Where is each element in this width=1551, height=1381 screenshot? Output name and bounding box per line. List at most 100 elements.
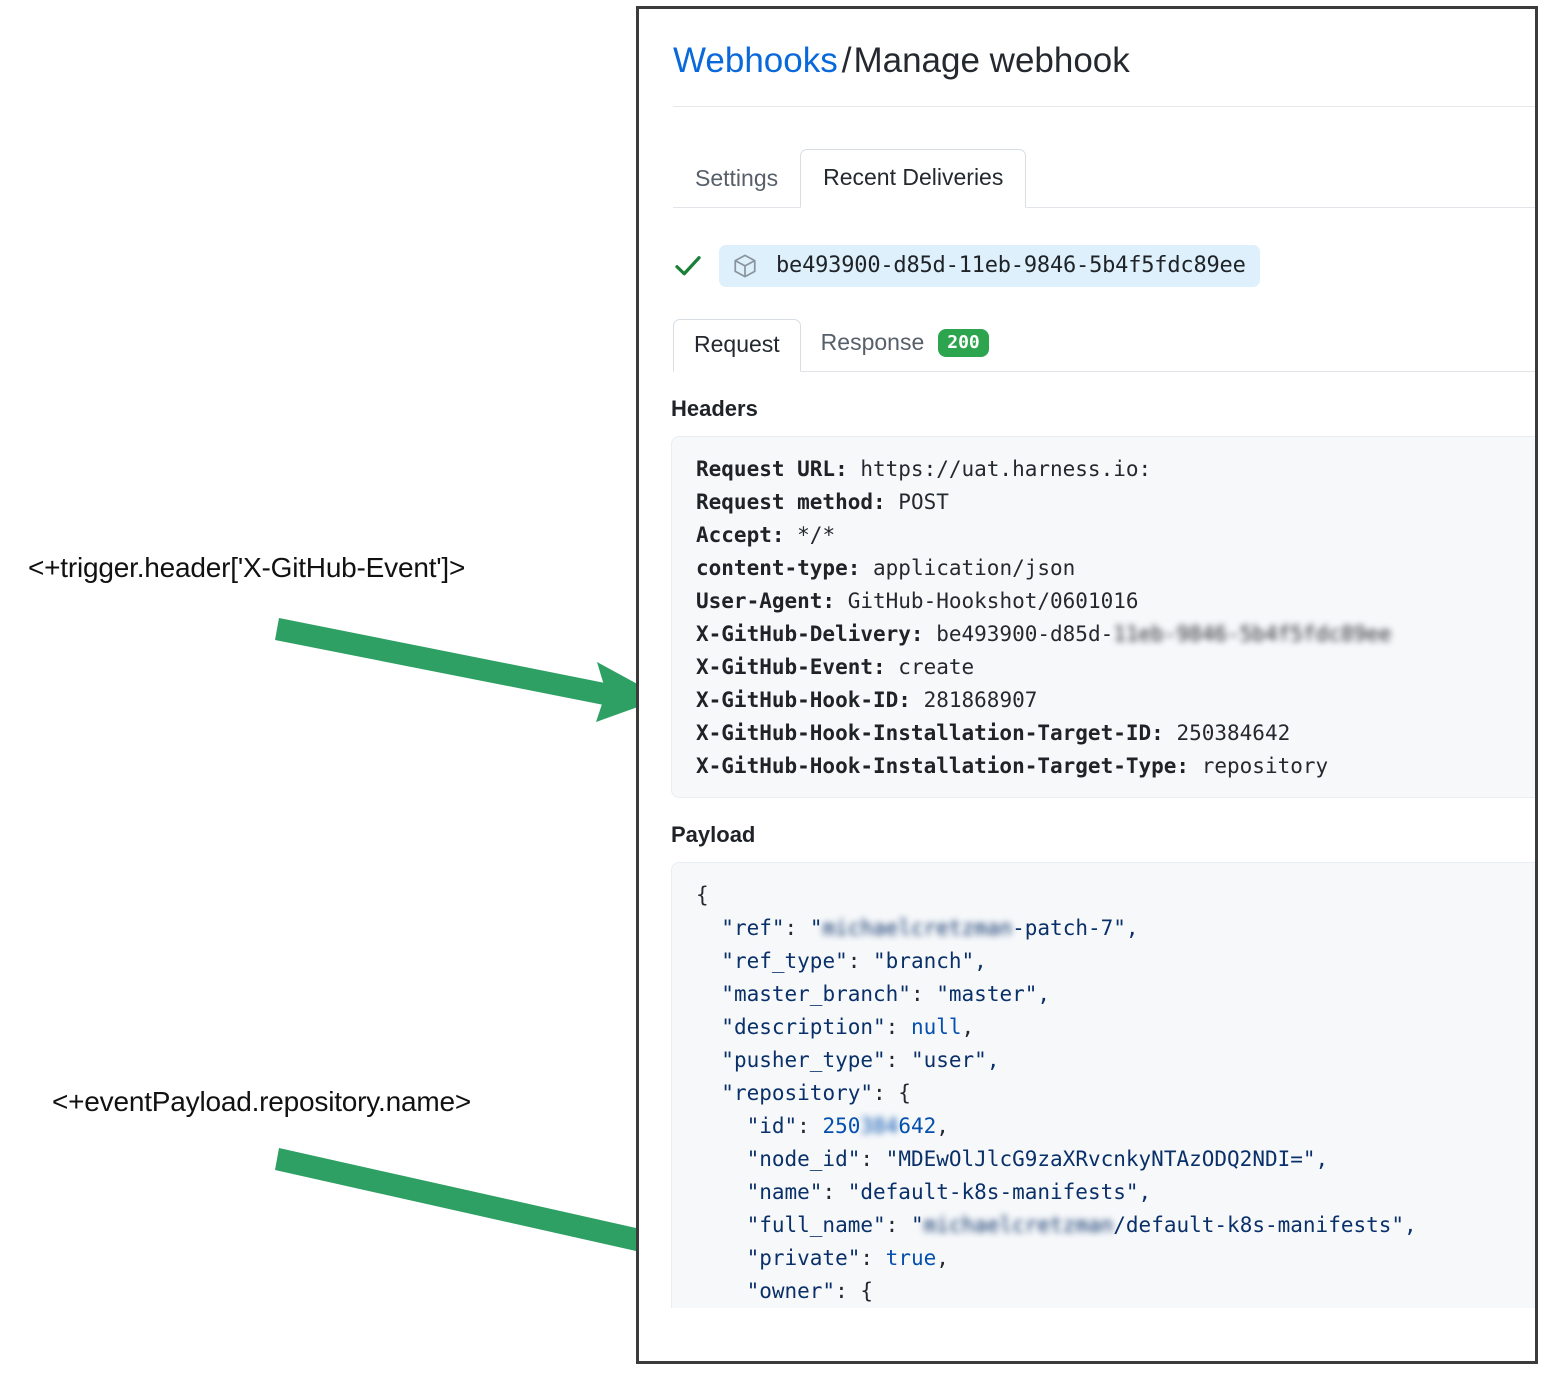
header-key: X-GitHub-Hook-ID: — [696, 687, 911, 712]
payload-token: "ref" — [721, 915, 785, 940]
header-key: X-GitHub-Hook-Installation-Target-ID: — [696, 720, 1164, 745]
payload-token: "repository" — [721, 1080, 874, 1105]
payload-token: , — [961, 1014, 975, 1039]
payload-line: "pusher_type": "user", — [696, 1044, 1535, 1077]
header-divider — [673, 105, 1535, 107]
payload-line: "repository": { — [696, 1077, 1535, 1110]
webhook-tabs: Settings Recent Deliveries — [673, 136, 1535, 208]
payload-token: "owner" — [746, 1278, 836, 1303]
payload-token: true — [885, 1245, 937, 1270]
tab-settings[interactable]: Settings — [695, 164, 779, 191]
arrow-to-x-github-event — [275, 618, 663, 722]
payload-token: "name" — [746, 1179, 823, 1204]
header-value: create — [885, 654, 975, 679]
payload-token: " — [910, 1212, 924, 1237]
header-line: X-GitHub-Hook-Installation-Target-Type: … — [696, 750, 1535, 783]
payload-title: Payload — [671, 821, 756, 847]
header-line: content-type: application/json — [696, 552, 1535, 585]
payload-line: "name": "default-k8s-manifests", — [696, 1176, 1535, 1209]
breadcrumb: Webhooks/Manage webhook — [639, 9, 1535, 84]
payload-token: 250 — [822, 1113, 861, 1138]
header-value: */* — [784, 522, 836, 547]
header-value: repository — [1189, 753, 1329, 778]
payload-redacted-text: michaelcretzman — [822, 915, 1013, 940]
payload-token: "MDEwOlJlcG9zaXRvcnkyNTAzODQ2NDI=", — [885, 1146, 1329, 1171]
header-line: Accept: */* — [696, 519, 1535, 552]
header-key: Request URL: — [696, 456, 848, 481]
header-key: X-GitHub-Hook-Installation-Target-Type: — [696, 753, 1190, 778]
annotation-label-trigger-header: <+trigger.header['X-GitHub-Event']> — [28, 552, 466, 583]
header-key: X-GitHub-Delivery: — [696, 621, 924, 646]
payload-token: "private" — [746, 1245, 861, 1270]
request-response-tabs: Request Response 200 — [673, 310, 1535, 372]
payload-token: : — [784, 915, 810, 940]
payload-line: "master_branch": "master", — [696, 978, 1535, 1011]
delivery-id-pill[interactable]: be493900-d85d-11eb-9846-5b4f5fdc89ee — [719, 244, 1260, 287]
check-icon — [675, 255, 701, 276]
payload-token: : — [885, 1212, 911, 1237]
header-value: be493900-d85d- — [923, 621, 1114, 646]
header-line: X-GitHub-Hook-ID: 281868907 — [696, 684, 1535, 717]
header-line: X-GitHub-Delivery: be493900-d85d-11eb-98… — [696, 618, 1535, 651]
subtab-response[interactable]: Response 200 — [801, 316, 1009, 372]
header-key: content-type: — [696, 555, 861, 580]
header-line: X-GitHub-Event: create — [696, 651, 1535, 684]
payload-token: 642 — [898, 1113, 937, 1138]
header-line: X-GitHub-Hook-Installation-Target-ID: 25… — [696, 717, 1535, 750]
github-webhook-panel: Webhooks/Manage webhook Settings Recent … — [636, 6, 1538, 1364]
payload-token: null — [910, 1014, 962, 1039]
payload-token: "master_branch" — [721, 981, 911, 1006]
payload-token: "master", — [936, 981, 1051, 1006]
cube-icon — [734, 254, 756, 278]
payload-token: "node_id" — [746, 1146, 861, 1171]
header-key: X-GitHub-Event: — [696, 654, 886, 679]
header-line: User-Agent: GitHub-Hookshot/0601016 — [696, 585, 1535, 618]
delivery-row: be493900-d85d-11eb-9846-5b4f5fdc89ee — [673, 244, 1535, 288]
payload-token: " — [809, 915, 823, 940]
payload-code-block: { "ref": "michaelcretzman-patch-7", "ref… — [671, 861, 1535, 1308]
header-key: User-Agent: — [696, 588, 836, 613]
header-key: Request method: — [696, 489, 886, 514]
header-key: Accept: — [696, 522, 785, 547]
payload-token: "branch", — [873, 948, 987, 973]
payload-token: : — [797, 1113, 823, 1138]
payload-token: : — [860, 1245, 886, 1270]
payload-line: "full_name": "michaelcretzman/default-k8… — [696, 1209, 1535, 1242]
payload-line: "description": null, — [696, 1011, 1535, 1044]
header-value: 281868907 — [910, 687, 1038, 712]
payload-token: : { — [835, 1278, 874, 1303]
header-value-redacted: 11eb-9846-5b4f5fdc89ee — [1113, 621, 1392, 646]
header-line: Request URL: https://uat.harness.io: — [696, 453, 1535, 486]
payload-token: , — [936, 1113, 949, 1138]
payload-line: { — [696, 879, 1535, 912]
payload-token: : — [910, 981, 937, 1006]
payload-token: -patch-7", — [1012, 915, 1139, 940]
breadcrumb-link-webhooks[interactable]: Webhooks — [673, 41, 838, 80]
payload-line: "private": true, — [696, 1242, 1535, 1275]
payload-line: "id": 250384642, — [696, 1110, 1535, 1143]
payload-redacted-text: michaelcretzman — [923, 1212, 1114, 1237]
header-value: https://uat.harness.io: — [847, 456, 1152, 481]
payload-token: "full_name" — [746, 1212, 886, 1237]
payload-line: "node_id": "MDEwOlJlcG9zaXRvcnkyNTAzODQ2… — [696, 1143, 1535, 1176]
header-value: application/json — [860, 555, 1076, 580]
payload-redacted-text: 384 — [860, 1113, 899, 1138]
breadcrumb-separator: / — [841, 41, 852, 80]
headers-title: Headers — [671, 395, 758, 421]
payload-token: : — [885, 1047, 911, 1072]
subtab-request[interactable]: Request — [673, 318, 801, 372]
payload-token: "ref_type" — [721, 948, 848, 973]
breadcrumb-current: Manage webhook — [853, 41, 1130, 80]
payload-token: , — [936, 1245, 949, 1270]
headers-code-block: Request URL: https://uat.harness.io:Requ… — [671, 435, 1535, 798]
payload-token: "default-k8s-manifests", — [847, 1179, 1152, 1204]
header-value: 250384642 — [1163, 720, 1291, 745]
payload-token: : — [885, 1014, 911, 1039]
subtab-response-label: Response — [820, 329, 925, 356]
payload-token: : — [822, 1179, 848, 1204]
payload-token: : — [847, 948, 874, 973]
subtabs-underline — [673, 370, 1535, 372]
tab-recent-deliveries[interactable]: Recent Deliveries — [800, 148, 1027, 208]
header-value: GitHub-Hookshot/0601016 — [835, 588, 1139, 613]
